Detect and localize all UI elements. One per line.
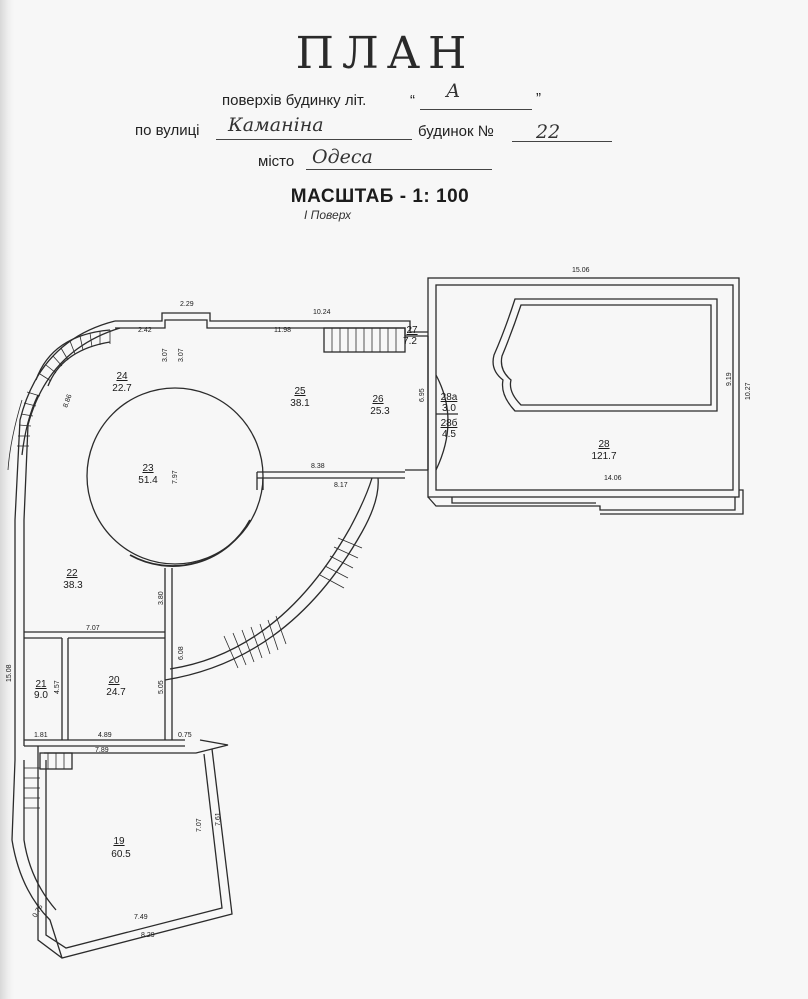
room-number: 19 (113, 836, 125, 847)
room-area: 38.3 (63, 580, 83, 591)
building-letter: А (446, 80, 461, 102)
room-area: 3.0 (442, 403, 456, 414)
page-edge (0, 0, 14, 999)
dimension-label: 7.49 (134, 914, 148, 921)
room-number: 21 (35, 679, 47, 690)
dimension-label: 11.98 (274, 327, 291, 334)
pool-outer-wall (427, 277, 740, 498)
street-name: Каманіна (228, 114, 324, 136)
room-area: 38.1 (290, 398, 310, 409)
dimension-label: 9.19 (726, 372, 733, 386)
dimension-label: 6.08 (178, 646, 185, 660)
room-number: 23 (142, 463, 154, 474)
city-name: Одеса (312, 146, 373, 168)
room-labels: 19 60.5 20 24.7 21 9.0 22 38.3 23 51.4 2… (34, 325, 617, 860)
room-number: 20 (108, 675, 120, 686)
dimension-label: 2.42 (138, 327, 152, 334)
dimension-label: 8.38 (311, 463, 325, 470)
house-number: 22 (536, 121, 561, 143)
walls (7, 277, 744, 959)
city-underline (306, 169, 492, 170)
dimension-label: 3.07 (162, 348, 169, 362)
dimension-label: 7.97 (172, 470, 179, 484)
city-label: місто (258, 153, 295, 170)
room-number: 28б (441, 417, 458, 429)
room-number: 28 (598, 439, 610, 450)
room-number: 26 (372, 394, 384, 405)
dimension-label: 4.57 (54, 680, 61, 694)
dimension-label: 8.86 (62, 393, 73, 408)
quote-close: ” (536, 90, 541, 107)
room-area: 60.5 (111, 849, 131, 860)
rotunda-wall (86, 387, 264, 565)
dimension-label: 5.05 (158, 680, 165, 694)
dimension-label: 10.24 (313, 309, 331, 316)
room-number: 28а (441, 392, 458, 403)
room-number: 27 (406, 325, 418, 336)
house-underline (512, 141, 612, 142)
dimension-label: 1.81 (34, 732, 48, 739)
street-underline (216, 139, 412, 140)
room-number: 25 (294, 386, 306, 397)
dimension-label: 14.06 (604, 475, 622, 482)
dimension-label: 7.61 (215, 812, 222, 826)
scale-label: МАСШТАБ - 1: 100 (290, 186, 470, 207)
plan-title: ПЛАН (295, 28, 475, 79)
dimension-label: 3.80 (158, 591, 165, 605)
dimension-label: 7.07 (196, 818, 203, 832)
street-label: по вулиці (135, 122, 200, 139)
dimension-label: 7.89 (95, 747, 109, 754)
room-area: 51.4 (138, 475, 158, 486)
floor-label: І Поверх (304, 208, 351, 222)
room-area: 121.7 (591, 451, 616, 462)
dimension-label: 15.08 (6, 664, 13, 682)
dimension-labels: 15.06 2.29 10.24 11.98 2.42 3.07 3.07 8.… (6, 267, 752, 939)
room-area: 7.2 (403, 336, 417, 347)
dimension-label: 15.06 (572, 267, 590, 274)
room-number: 22 (66, 568, 78, 579)
dimension-label: 10.27 (745, 382, 752, 400)
room-area: 25.3 (370, 406, 390, 417)
dimension-label: 4.89 (98, 732, 112, 739)
room-area: 4.5 (442, 429, 456, 440)
dimension-label: 0.75 (178, 732, 192, 739)
house-label: будинок № (418, 123, 494, 140)
dimension-label: 3.07 (178, 348, 185, 362)
dimension-label: 8.29 (141, 932, 155, 939)
room-number: 24 (116, 371, 128, 382)
room-area: 24.7 (106, 687, 126, 698)
quote-open: “ (410, 92, 415, 109)
dimension-label: 2.29 (180, 301, 194, 308)
room-area: 9.0 (34, 690, 48, 701)
dimension-label: 6.95 (419, 388, 426, 402)
room-area: 22.7 (112, 383, 132, 394)
dimension-label: 7.07 (86, 625, 100, 632)
dimension-label: 8.17 (334, 482, 348, 489)
letter-underline (420, 109, 532, 110)
floors-label: поверхів будинку літ. (222, 92, 367, 109)
pool-basin (492, 298, 718, 412)
